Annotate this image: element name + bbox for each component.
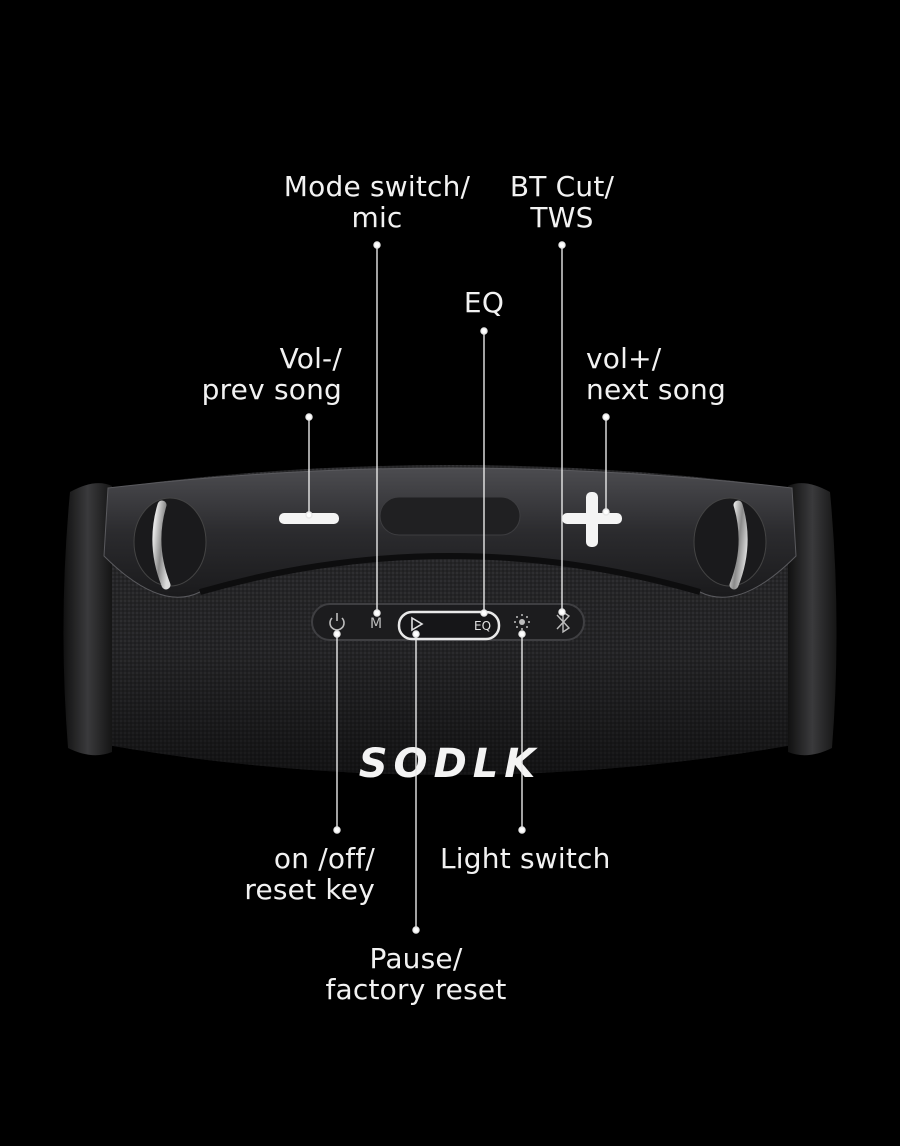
light-icon[interactable] (514, 614, 530, 630)
plus-icon[interactable] (562, 492, 622, 547)
right-endcap (788, 483, 837, 756)
power-callout: on /off/ reset key (244, 842, 375, 906)
pause-button[interactable] (397, 610, 501, 641)
eq-callout: EQ (463, 286, 505, 319)
vol-plus-callout: vol+/ next song (586, 342, 726, 406)
eq-button-glyph[interactable]: EQ (474, 619, 491, 633)
brand-logo: SODLK (359, 741, 542, 787)
leader-lines (305, 241, 610, 934)
power-icon[interactable] (329, 613, 345, 631)
mode-button-glyph[interactable]: M (370, 616, 382, 632)
vol-minus-callout: Vol-/ prev song (201, 342, 342, 406)
pause-callout: Pause/ factory reset (325, 942, 507, 1006)
play-icon (411, 616, 424, 632)
bt-icon[interactable] (556, 610, 571, 634)
light-switch-callout: Light switch (440, 842, 611, 875)
bt-cut-callout: BT Cut/ TWS (509, 170, 615, 234)
left-endcap (63, 483, 112, 756)
mode-switch-callout: Mode switch/ mic (283, 170, 471, 234)
